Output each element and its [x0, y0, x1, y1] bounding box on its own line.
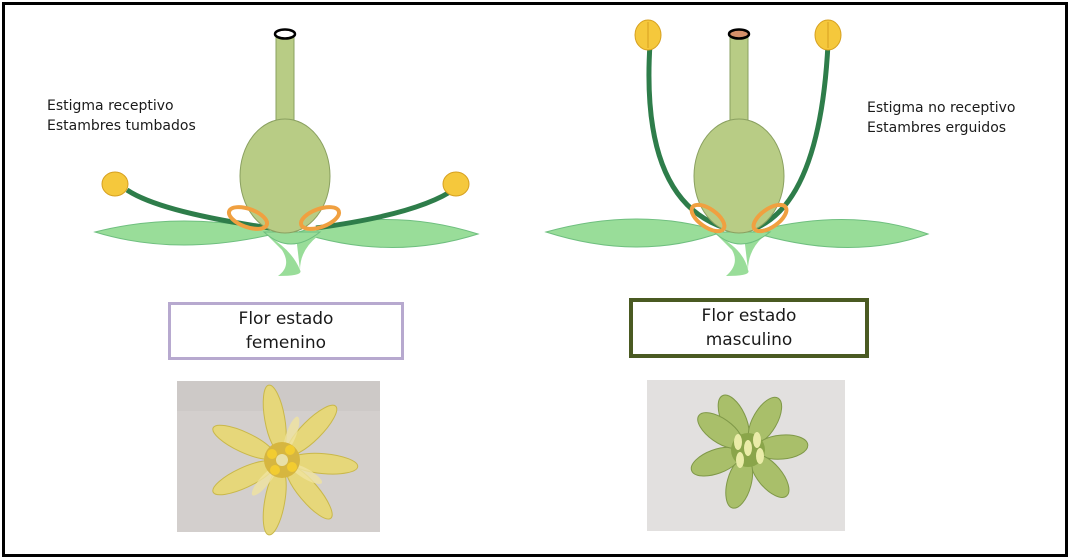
male-box-line1: Flor estado — [702, 304, 797, 328]
female-stigma — [275, 30, 295, 39]
male-stigma — [729, 30, 749, 39]
female-ovary — [240, 119, 330, 233]
female-box-line2: femenino — [246, 331, 326, 355]
female-left-anther — [102, 172, 128, 196]
female-caption: Estigma receptivo Estambres tumbados — [47, 96, 196, 136]
male-flower-photo — [647, 380, 845, 531]
female-flower-photo — [177, 381, 380, 537]
male-flower-diagram — [546, 20, 928, 276]
female-state-label-box: Flor estado femenino — [168, 302, 404, 360]
male-caption-line2: Estambres erguidos — [867, 118, 1015, 138]
male-receptacle — [714, 232, 770, 244]
female-flower-diagram — [95, 30, 478, 277]
male-ovary — [694, 119, 784, 233]
female-caption-line1: Estigma receptivo — [47, 96, 196, 116]
female-caption-line2: Estambres tumbados — [47, 116, 196, 136]
male-left-petal — [546, 219, 722, 247]
male-box-line2: masculino — [706, 328, 793, 352]
male-caption-line1: Estigma no receptivo — [867, 98, 1015, 118]
female-receptacle — [264, 232, 320, 244]
male-caption: Estigma no receptivo Estambres erguidos — [867, 98, 1015, 138]
female-right-anther — [443, 172, 469, 196]
male-state-label-box: Flor estado masculino — [629, 298, 869, 358]
female-box-line1: Flor estado — [239, 307, 334, 331]
